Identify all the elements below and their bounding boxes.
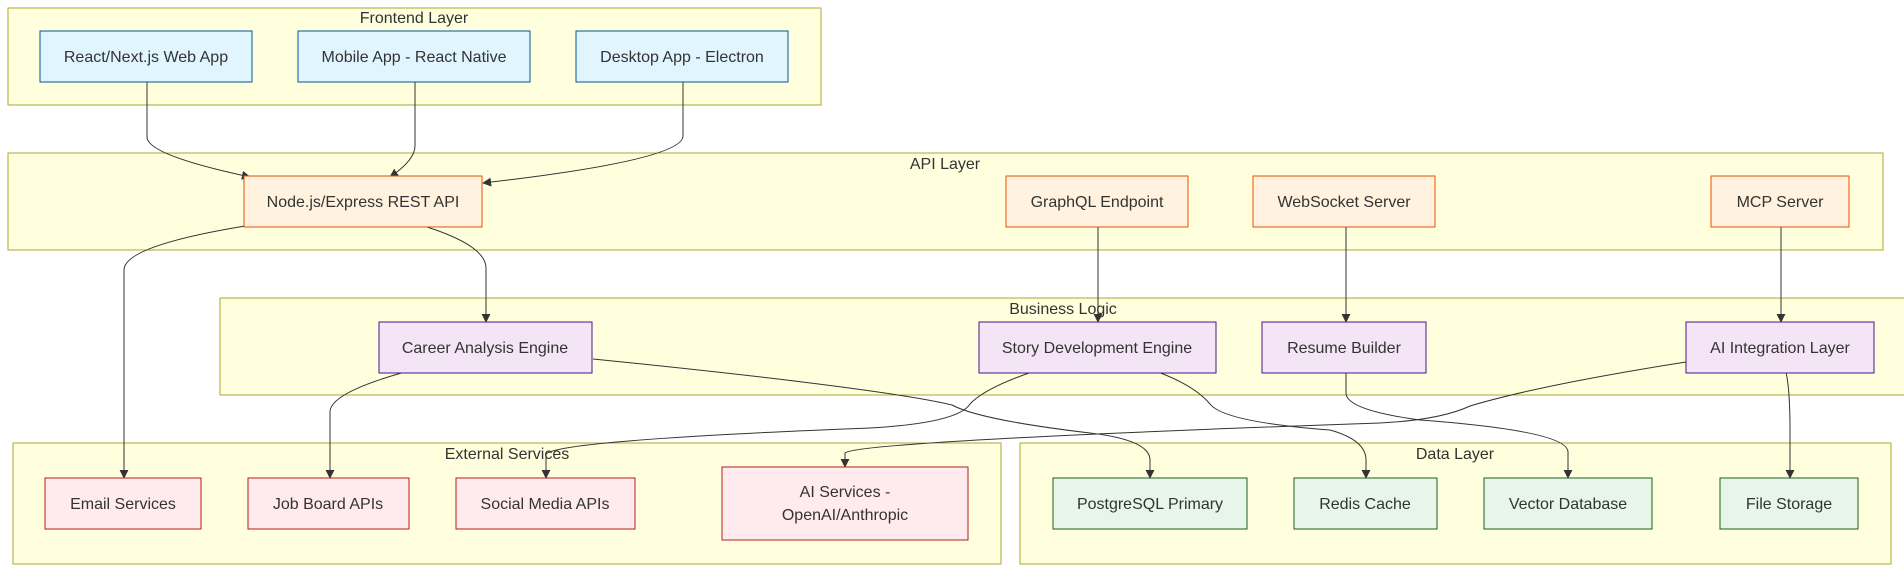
node-label: Vector Database [1509,496,1627,513]
edge-desktop-to-rest [482,82,684,187]
node-label: Node.js/Express REST API [267,194,460,211]
node-desktop-app[interactable]: Desktop App - Electron [575,30,789,83]
node-label: Story Development Engine [1002,340,1192,357]
cluster-label-data: Data Layer [1416,446,1495,463]
node-websocket-server[interactable]: WebSocket Server [1252,175,1436,228]
edge-story-to-social [541,371,1033,479]
node-label: Job Board APIs [273,496,383,513]
node-label: Social Media APIs [481,496,610,513]
edge-career-to-jobboard [325,371,406,479]
node-label-line2: OpenAI/Anthropic [782,507,908,524]
node-career-analysis-engine[interactable]: Career Analysis Engine [378,321,593,374]
node-label: Redis Cache [1319,496,1411,513]
node-redis-cache[interactable]: Redis Cache [1293,477,1438,530]
node-story-development-engine[interactable]: Story Development Engine [978,321,1217,374]
node-ai-services[interactable]: AI Services - OpenAI/Anthropic [721,466,969,541]
cluster-label-frontend: Frontend Layer [360,10,469,27]
node-label: React/Next.js Web App [64,49,228,66]
node-label: Email Services [70,496,176,513]
edge-resume-to-vector [1345,372,1573,479]
node-label: MCP Server [1737,194,1825,211]
node-label-line1: AI Services - [800,484,891,501]
cluster-label-business: Business Logic [1009,301,1117,318]
node-label: GraphQL Endpoint [1031,194,1164,211]
edge-ai-layer-to-ai-services [840,361,1687,468]
node-label: Resume Builder [1287,340,1402,357]
node-job-board-apis[interactable]: Job Board APIs [247,477,410,530]
node-rest-api[interactable]: Node.js/Express REST API [243,175,483,228]
edge-career-to-postgres [592,358,1155,479]
node-web-app[interactable]: React/Next.js Web App [39,30,253,83]
node-social-media-apis[interactable]: Social Media APIs [455,477,636,530]
node-mobile-app[interactable]: Mobile App - React Native [297,30,531,83]
node-label: File Storage [1746,496,1832,513]
node-vector-database[interactable]: Vector Database [1483,477,1653,530]
edge-rest-to-email [119,225,246,479]
node-email-services[interactable]: Email Services [44,477,202,530]
edge-mobile-to-rest [389,82,416,178]
node-mcp-server[interactable]: MCP Server [1710,175,1850,228]
edge-ai-layer-to-file-storage [1785,371,1795,479]
node-label: PostgreSQL Primary [1077,496,1223,513]
node-label: Career Analysis Engine [402,340,568,357]
node-label: WebSocket Server [1277,194,1411,211]
node-file-storage[interactable]: File Storage [1719,477,1859,530]
cluster-label-external: External Services [445,446,570,463]
edges [119,82,1795,479]
node-label: Desktop App - Electron [600,49,764,66]
node-resume-builder[interactable]: Resume Builder [1261,321,1427,374]
node-graphql-endpoint[interactable]: GraphQL Endpoint [1005,175,1189,228]
edge-web-to-rest [146,82,251,180]
cluster-label-api: API Layer [910,156,981,173]
edge-rest-to-career [426,226,491,323]
node-ai-integration-layer[interactable]: AI Integration Layer [1685,321,1875,374]
node-label: Mobile App - React Native [322,49,507,66]
node-postgresql-primary[interactable]: PostgreSQL Primary [1052,477,1248,530]
edge-story-to-redis [1157,371,1371,479]
node-label: AI Integration Layer [1710,340,1850,357]
